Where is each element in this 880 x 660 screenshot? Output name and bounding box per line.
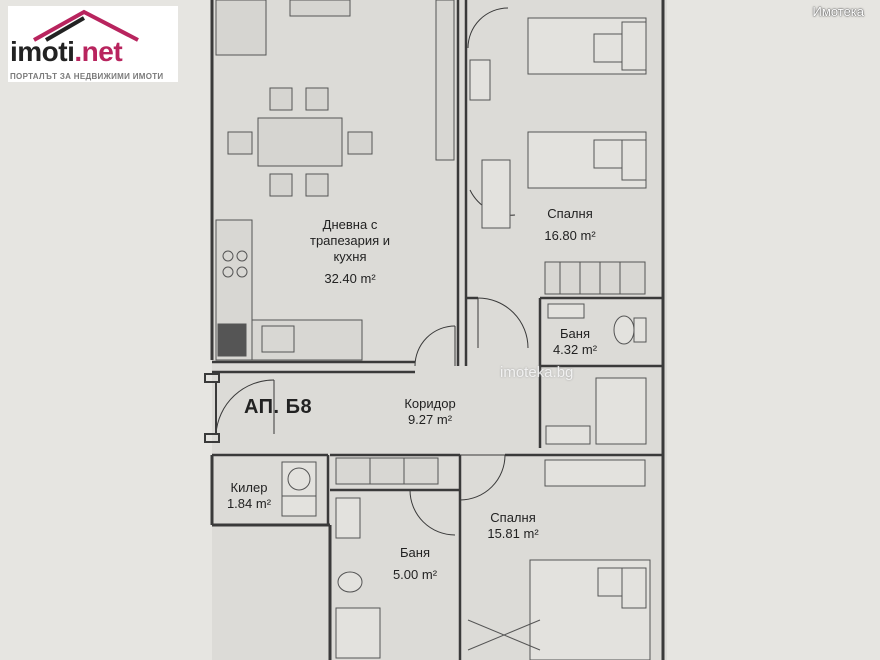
room-name-line: Коридор <box>404 396 456 411</box>
bath1-fixtures <box>545 303 647 445</box>
entry-door <box>204 373 275 443</box>
logo-wordmark: imoti.net <box>10 36 123 68</box>
kitchen-counter <box>215 219 363 361</box>
room-label-living: Дневна с трапезария и кухня 32.40 m² <box>290 217 410 287</box>
room-name-line: Спалня <box>547 206 593 221</box>
watermark-center: imoteka.bg <box>500 364 574 381</box>
watermark-top-right: Имотека <box>812 4 864 19</box>
corridor-wardrobe <box>335 457 439 485</box>
house-roof-icon <box>33 9 139 42</box>
room-area: 16.80 m² <box>544 228 596 243</box>
bedroom2-furniture <box>467 459 651 660</box>
logo-brand: imoti <box>10 36 75 67</box>
room-label-corridor: Коридор 9.27 m² <box>380 396 480 428</box>
sofa <box>215 0 351 56</box>
bath2-fixtures <box>335 497 381 659</box>
room-area: 9.27 m² <box>407 412 453 427</box>
room-area: 32.40 m² <box>324 271 376 286</box>
exterior-walls <box>210 0 665 660</box>
room-label-bath2: Баня 5.00 m² <box>375 545 455 583</box>
room-name-line: Спалня <box>490 510 536 525</box>
room-label-bedroom1: Спалня 16.80 m² <box>525 206 615 244</box>
apartment-label: АП. Б8 <box>244 396 313 418</box>
room-label-bath1: Баня 4.32 m² <box>540 326 610 358</box>
room-name-line: кухня <box>333 249 367 264</box>
room-area: 1.84 m² <box>226 496 272 511</box>
pantry-appliance <box>281 461 317 517</box>
room-name-line: Баня <box>560 326 590 341</box>
room-area: 15.81 m² <box>487 526 539 541</box>
dining-table <box>227 87 373 197</box>
bedroom1-beds <box>469 17 647 229</box>
interior-walls <box>212 0 663 660</box>
room-name-line: Килер <box>230 480 268 495</box>
logo-tagline: ПОРТАЛЪТ ЗА НЕДВИЖИМИ ИМОТИ <box>10 72 164 81</box>
logo-tld: .net <box>74 36 123 67</box>
wardrobe-living <box>435 0 455 161</box>
bedroom1-wardrobe <box>544 261 646 295</box>
room-name-line: трапезария и <box>310 233 390 248</box>
imoti-logo: imoti.net ПОРТАЛЪТ ЗА НЕДВИЖИМИ ИМОТИ <box>8 6 178 82</box>
room-label-bedroom2: Спалня 15.81 m² <box>468 510 558 542</box>
room-area: 4.32 m² <box>552 342 598 357</box>
room-area: 5.00 m² <box>392 567 438 582</box>
room-label-pantry: Килер 1.84 m² <box>214 480 284 512</box>
room-name-line: Баня <box>400 545 430 560</box>
room-name-line: Дневна с <box>322 217 378 232</box>
